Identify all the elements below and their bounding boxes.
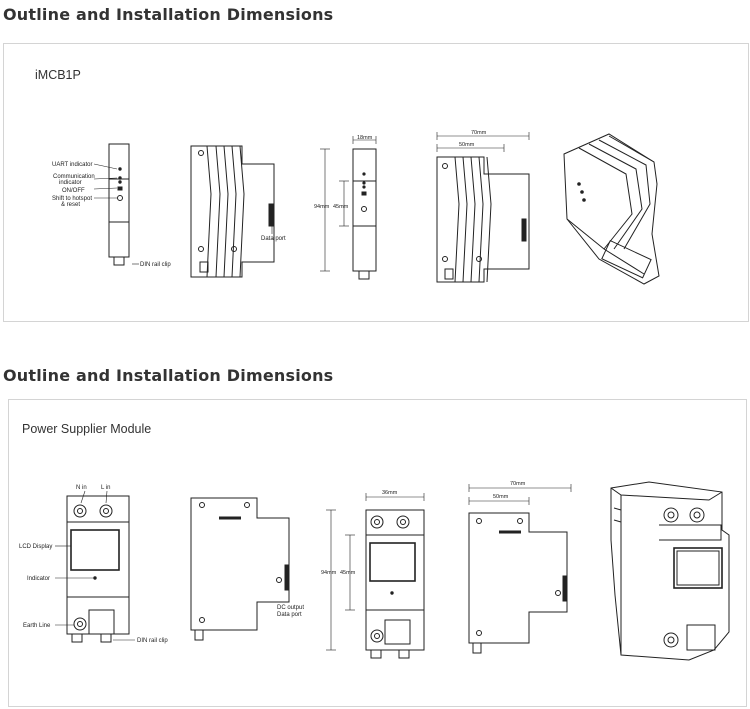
depth-dim-label-2: 70mm — [510, 481, 526, 487]
onoff-label: ON/OFF — [62, 188, 85, 194]
power-panel: Power Supplier Module — [8, 399, 747, 707]
earth-line-label: Earth Line — [23, 623, 51, 629]
reset-label: & reset — [61, 202, 80, 208]
shift-hotspot-label: Shift to hotspot — [52, 196, 92, 202]
section-title-power: Outline and Installation Dimensions — [3, 366, 334, 385]
imcb-panel-title: iMCB1P — [35, 68, 81, 82]
dc-output-label: DC output — [277, 605, 304, 611]
power-diagram: N in L in LCD Display Indicator Earth Li… — [19, 481, 730, 661]
power-front-view — [55, 490, 135, 643]
power-dimension-view — [326, 493, 425, 659]
section-title-imcb: Outline and Installation Dimensions — [3, 5, 334, 24]
imcb-depth-view — [436, 132, 530, 283]
imcb-isometric-view — [563, 133, 660, 285]
imcb-front-view — [93, 143, 139, 266]
uart-indicator-label: UART indicator — [52, 162, 92, 168]
indicator-label-2: Indicator — [27, 576, 50, 582]
n-in-label: N in — [76, 485, 87, 491]
inner-height-dim-label: 45mm — [333, 204, 349, 210]
inner-height-dim-label-2: 45mm — [340, 570, 356, 576]
power-isometric-view — [610, 481, 730, 661]
depth-dim-label: 70mm — [471, 130, 487, 136]
imcb-panel: iMCB1P — [3, 43, 749, 322]
width-dim-label: 18mm — [357, 135, 373, 141]
imcb-side-view — [190, 145, 275, 278]
height-dim-label-2: 94mm — [321, 570, 337, 576]
height-dim-label: 94mm — [314, 204, 330, 210]
l-in-label: L in — [101, 485, 110, 491]
power-depth-view — [468, 484, 572, 654]
power-side-view — [190, 497, 290, 641]
lcd-display-label: LCD Display — [19, 544, 52, 550]
communication-label: Communication — [53, 174, 95, 180]
dc-data-port-label: Data port — [277, 612, 302, 618]
inner-depth-dim-label-2: 50mm — [493, 494, 509, 500]
din-rail-clip-label-2: DIN rail clip — [137, 638, 168, 644]
inner-depth-dim-label: 50mm — [459, 142, 475, 148]
imcb-dimension-view — [320, 136, 377, 280]
data-port-label: Data port — [261, 236, 286, 242]
indicator-label: indicator — [59, 180, 82, 186]
width-dim-label-2: 36mm — [382, 490, 398, 496]
din-rail-clip-label: DIN rail clip — [140, 262, 171, 268]
power-panel-title: Power Supplier Module — [22, 422, 152, 436]
imcb-diagram: UART indicator Communication indicator O… — [52, 130, 660, 285]
